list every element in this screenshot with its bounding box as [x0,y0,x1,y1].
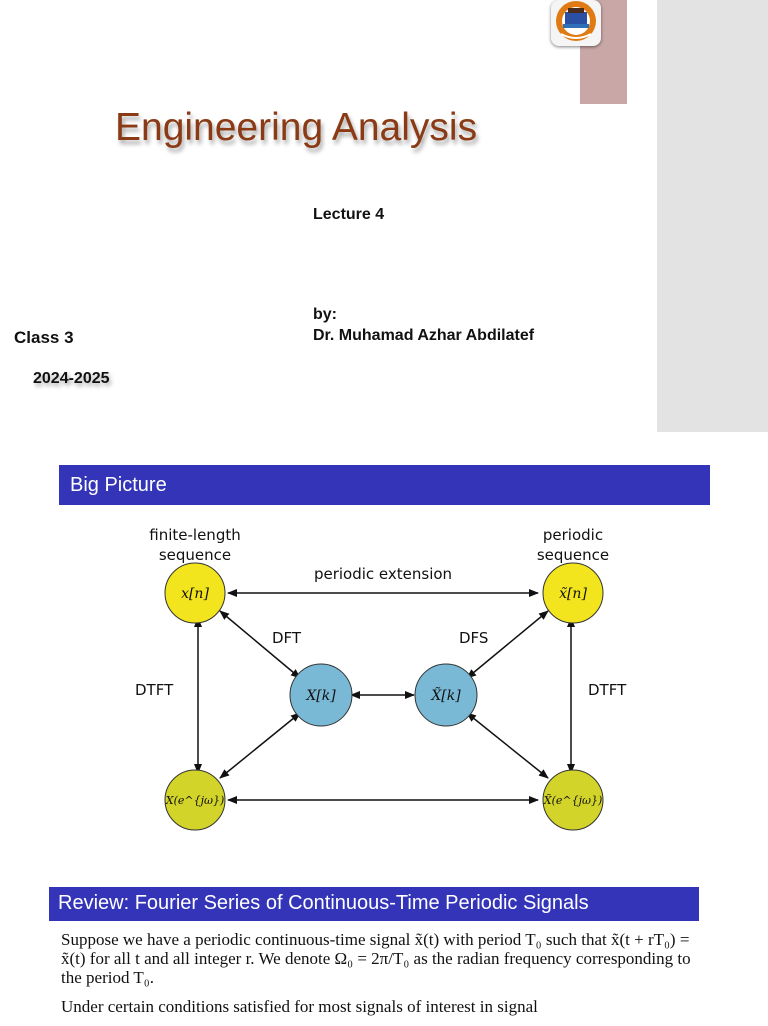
node-Xtejw: X̃(e^{jω}) [542,769,604,831]
node-Xk: X[k] [289,663,353,727]
xtk-to-dtft-arrow [466,712,549,779]
finite-length-label-line1: finite-length [149,526,240,544]
xk-to-dtft-arrow [219,712,301,779]
class-label: Class 3 [14,328,74,347]
periodic-label-line1: periodic [543,526,603,544]
big-picture-header: Big Picture [59,465,710,505]
review-body: Suppose we have a periodic continuous-ti… [61,930,701,1026]
review-paragraph-1: Suppose we have a periodic continuous-ti… [61,930,691,987]
dfs-arrow [466,610,549,679]
review-paragraph-2: Under certain conditions satisfied for m… [61,997,538,1016]
presentation-title: Engineering Analysis [115,106,478,149]
node-xn: x[n] [164,562,226,624]
node-Xk-label: X[k] [305,688,336,704]
dft-label: DFT [272,629,302,647]
node-xtn: x̃[n] [542,562,604,624]
by-label: by: [313,306,337,323]
review-title: Review: Fourier Series of Continuous-Tim… [58,892,589,914]
node-xtn-label: x̃[n] [559,586,587,602]
dft-arrow [219,610,301,679]
node-Xejw-label: X(e^{jω}) [165,794,225,807]
lecture-number: Lecture 4 [313,206,385,223]
side-panel [657,0,768,432]
dfs-label: DFS [459,629,488,647]
author-name: Dr. Muhamad Azhar Abdilatef [313,327,535,344]
academic-year: 2024-2025 [33,370,110,387]
node-Xtk: X̃[k] [414,663,478,727]
periodic-extension-label: periodic extension [314,565,452,583]
node-Xejw: X(e^{jω}) [164,769,226,831]
node-Xtk-label: X̃[k] [430,686,461,704]
university-logo [551,0,601,46]
review-header: Review: Fourier Series of Continuous-Tim… [49,887,699,921]
node-xn-label: x[n] [181,586,209,602]
node-Xtejw-label: X̃(e^{jω}) [543,794,603,807]
dtft-left-label: DTFT [135,681,174,699]
fourier-relations-diagram: finite-length sequence periodic sequence… [135,526,627,831]
periodic-label-line2: sequence [537,546,609,564]
dtft-right-label: DTFT [588,681,627,699]
big-picture-title: Big Picture [70,474,167,496]
finite-length-label-line2: sequence [159,546,231,564]
